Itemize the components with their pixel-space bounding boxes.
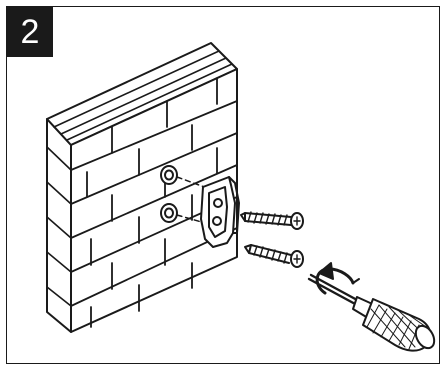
mounting-illustration [7, 7, 441, 365]
screw-icon [245, 245, 303, 267]
screwdriver-icon [309, 275, 438, 351]
instruction-panel: 2 [6, 6, 440, 364]
screw-icon [241, 212, 303, 229]
